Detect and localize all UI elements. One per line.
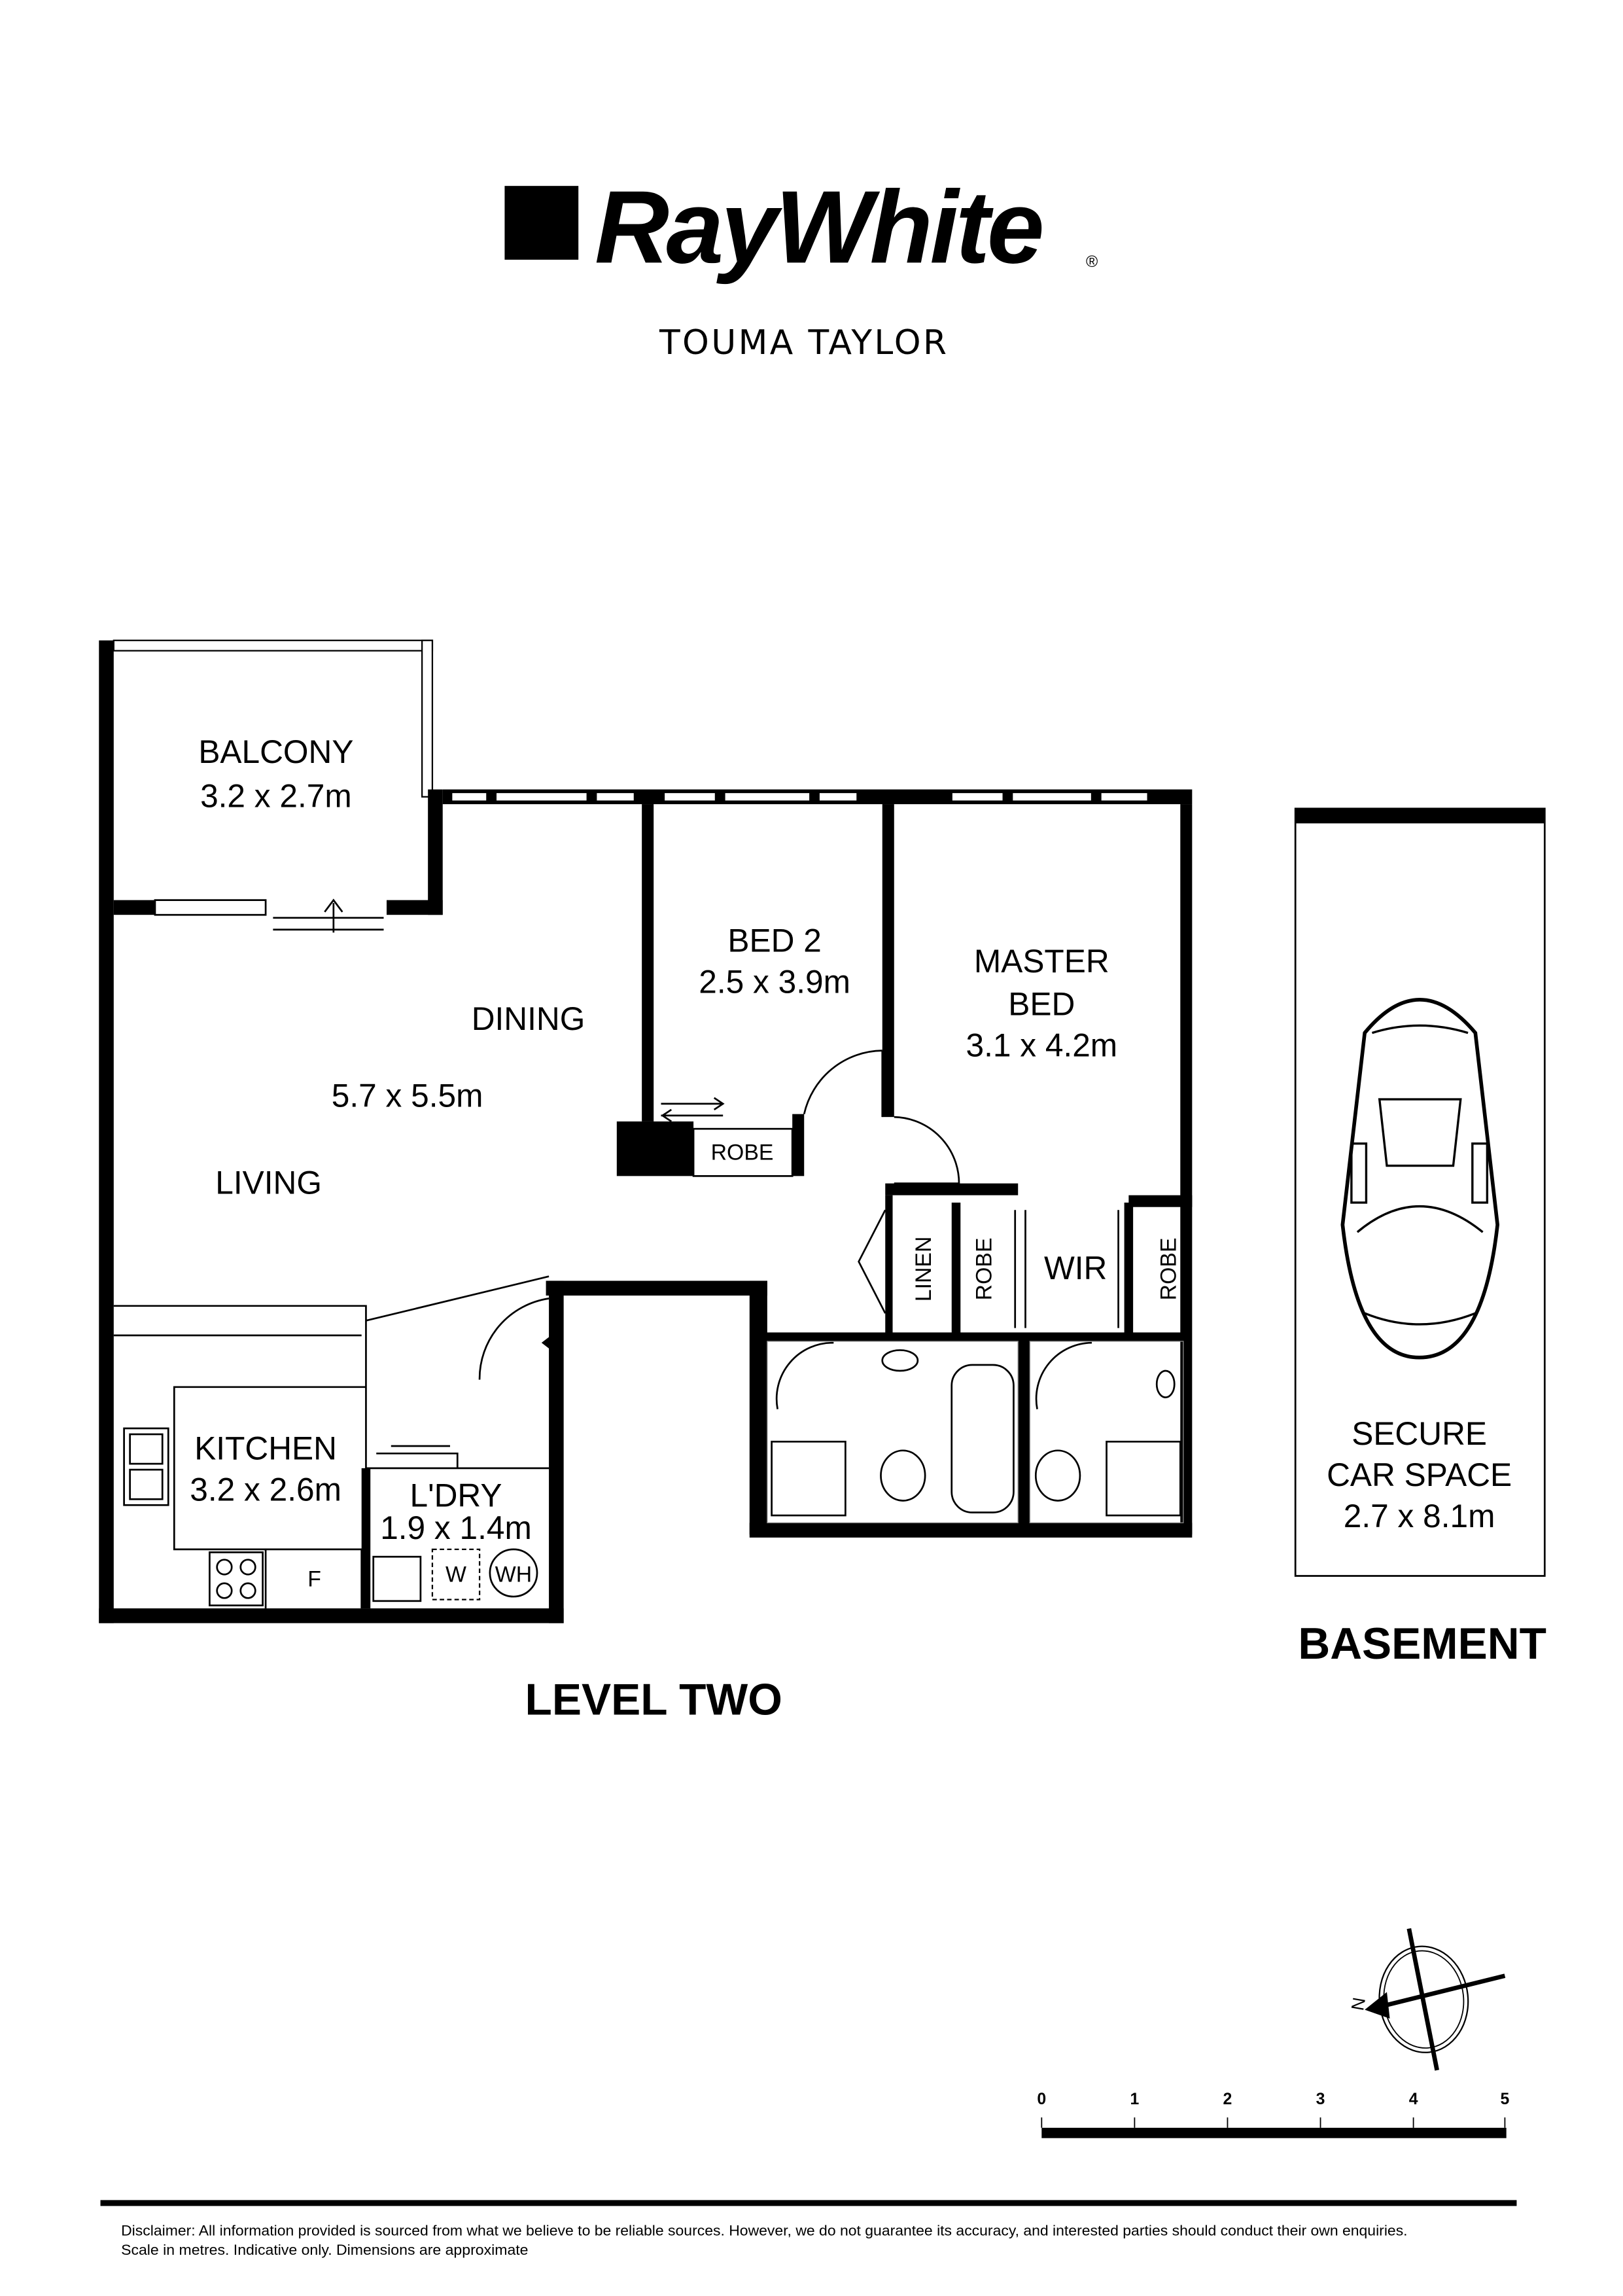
bed2-label: BED 2: [727, 923, 821, 959]
car-label-1: SECURE: [1352, 1415, 1487, 1452]
car-size: 2.7 x 8.1m: [1344, 1498, 1495, 1534]
basement-title: BASEMENT: [1298, 1619, 1546, 1669]
bathtub: [951, 1364, 1015, 1513]
balcony-size: 3.2 x 2.7m: [200, 778, 352, 815]
robe-wir-right-label: ROBE: [1157, 1238, 1181, 1301]
master-label-1: MASTER: [974, 943, 1109, 980]
car-icon: [1340, 998, 1499, 1360]
logo-square: [504, 186, 579, 260]
balcony-label: BALCONY: [198, 733, 353, 770]
wir-label: WIR: [1044, 1250, 1107, 1286]
bed2-size: 2.5 x 3.9m: [699, 964, 850, 1000]
living-label: LIVING: [215, 1164, 322, 1201]
scale-tick-label: 4: [1409, 2091, 1418, 2108]
water-heater-label: WH: [495, 1563, 532, 1587]
level-two-plan: [99, 639, 1193, 1623]
fridge-label: F: [307, 1566, 321, 1591]
car-label-2: CAR SPACE: [1327, 1457, 1512, 1493]
washer-box: [431, 1548, 481, 1600]
balcony-railing: [113, 639, 434, 652]
kitchen-size: 3.2 x 2.6m: [190, 1471, 341, 1508]
washer-label: W: [445, 1563, 466, 1587]
balcony-railing-side: [421, 639, 434, 798]
living-size: 5.7 x 5.5m: [332, 1077, 483, 1114]
office-name: TOUMA TAYLOR: [659, 323, 949, 362]
robe-wir-left-label: ROBE: [972, 1238, 997, 1301]
level-two-title: LEVEL TWO: [525, 1675, 782, 1724]
logo-registered: ®: [1086, 253, 1098, 271]
scale-bar: 0 1 2 3 4 5: [1037, 2091, 1510, 2138]
compass-north-label: N: [1348, 1996, 1369, 2011]
master-size: 3.1 x 4.2m: [966, 1027, 1117, 1064]
disclaimer-line-2: Scale in metres. Indicative only. Dimens…: [121, 2242, 528, 2258]
scale-tick-label: 2: [1223, 2091, 1232, 2108]
ray-white-logo: RayWhite ®: [504, 169, 1098, 285]
scale-tick-label: 0: [1037, 2091, 1046, 2108]
logo-text: RayWhite: [595, 169, 1042, 285]
laundry-size: 1.9 x 1.4m: [380, 1510, 532, 1546]
scale-tick-label: 3: [1316, 2091, 1325, 2108]
sliding-door: [273, 898, 384, 933]
kitchen-label: KITCHEN: [194, 1430, 337, 1466]
footer-divider: [100, 2200, 1517, 2206]
car-space: SECURE CAR SPACE 2.7 x 8.1m: [1294, 807, 1546, 1577]
linen-label: LINEN: [911, 1237, 936, 1302]
laundry-label: L'DRY: [410, 1477, 502, 1513]
bathroom-tiles: [767, 1341, 1184, 1523]
robe-bed2-label: ROBE: [711, 1140, 774, 1165]
disclaimer-line-1: Disclaimer: All information provided is …: [121, 2223, 1407, 2239]
master-label-2: BED: [1008, 986, 1075, 1023]
dining-label: DINING: [472, 1000, 585, 1037]
scale-tick-label: 5: [1501, 2091, 1510, 2108]
scale-tick-label: 1: [1130, 2091, 1139, 2108]
north-compass-icon: N: [1348, 1928, 1506, 2071]
